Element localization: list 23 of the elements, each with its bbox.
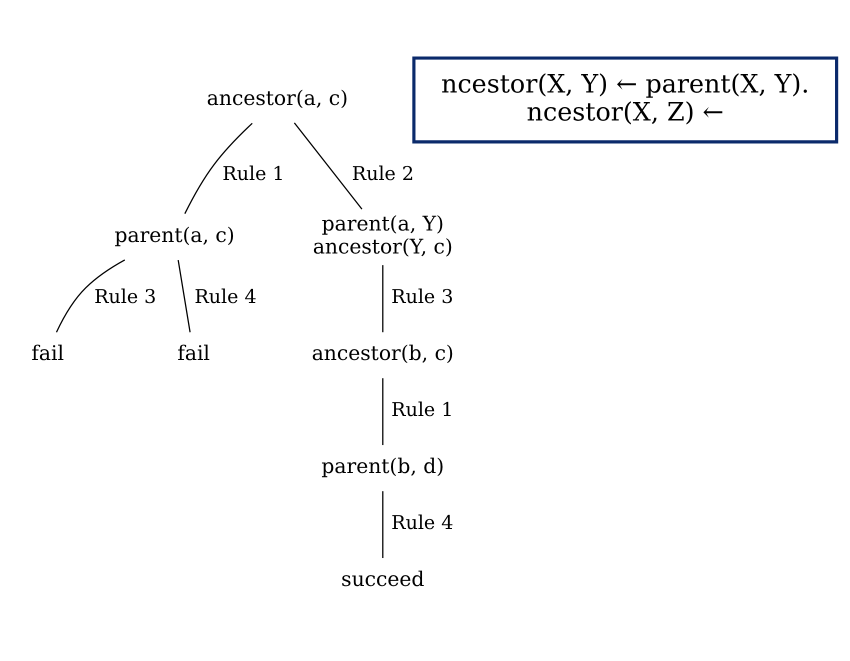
edge-label: Rule 2	[352, 162, 414, 184]
connector	[382, 264, 384, 332]
connector	[56, 258, 126, 332]
edge-label: Rule 3	[94, 286, 156, 308]
node-text: parent(a, c)	[114, 222, 235, 246]
node-text: parent(b, d)	[321, 453, 444, 478]
node-text: parent(a, Y) ancestor(Y, c)	[312, 210, 453, 258]
connector	[382, 490, 384, 558]
edge-label: Rule 4	[194, 286, 257, 308]
node-text: ancestor(b, c)	[312, 340, 454, 364]
edge-label: Rule 1	[391, 398, 454, 421]
connector	[178, 259, 191, 332]
connector	[184, 122, 253, 214]
edge-label: Rule 4	[391, 512, 454, 534]
connector	[382, 378, 384, 445]
node-text: succeed	[341, 566, 424, 590]
node-text: ancestor(a, c)	[206, 85, 348, 110]
node-text: fail	[177, 340, 210, 364]
edge-label: Rule 3	[391, 286, 454, 308]
connector	[294, 122, 362, 210]
edge-label: Rule 1	[222, 162, 285, 184]
node-box: ncestor(X, Y) ← parent(X, Y). ncestor(X, Z) ←	[412, 56, 838, 143]
node-text: fail	[31, 340, 64, 364]
